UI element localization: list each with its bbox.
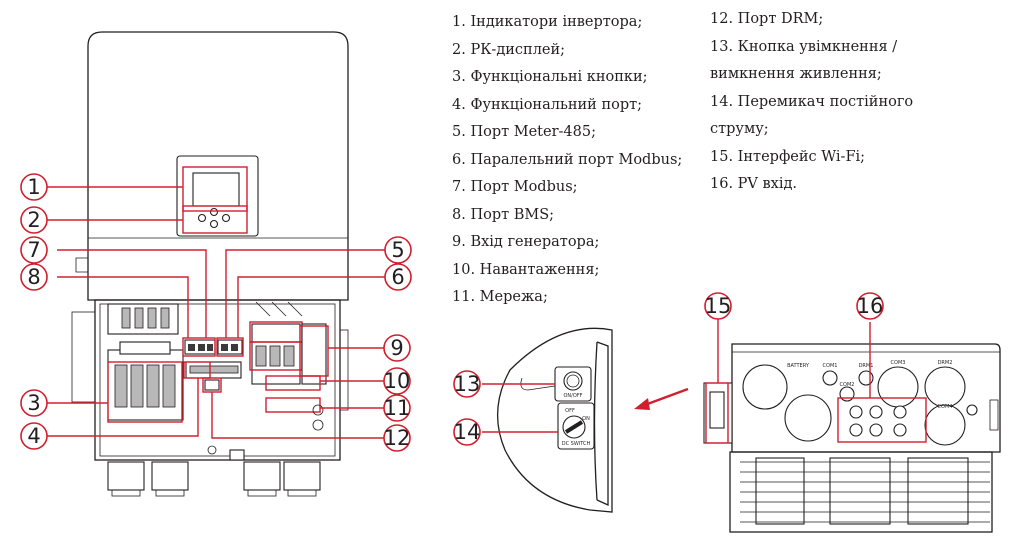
callout-number: 13 <box>454 372 481 396</box>
callout-13: 13 <box>453 370 481 398</box>
callout-circle <box>383 367 411 395</box>
com3-label: COM3 <box>891 360 906 366</box>
callout-7: 7 <box>20 236 48 264</box>
callout-circle <box>453 370 481 398</box>
callout-number: 4 <box>27 424 40 448</box>
dc-switch-label: DC SWITCH <box>562 441 591 447</box>
callout-circle <box>20 389 48 417</box>
com1-label: COM1 <box>823 363 838 369</box>
callout-circle <box>453 418 481 446</box>
callout-circle <box>383 334 411 362</box>
callout-6: 6 <box>384 263 412 291</box>
callout-number: 11 <box>384 396 411 420</box>
callout-circle <box>20 422 48 450</box>
callout-10: 10 <box>383 367 411 395</box>
callout-number: 3 <box>27 391 40 415</box>
legend-item: 8. Порт BMS; <box>452 206 555 223</box>
legend-item: 3. Функціональні кнопки; <box>452 69 648 85</box>
legend-item: 14. Перемикач постійного <box>710 93 914 110</box>
callout-15: 15 <box>704 292 732 320</box>
callout-number: 7 <box>27 238 40 262</box>
callout-number: 2 <box>27 208 40 232</box>
legend-item: 10. Навантаження; <box>452 261 600 278</box>
inverter-bottom-view: BATTERY COM1 DRM1 COM2 COM3 DRM2 COM4 <box>703 318 1001 533</box>
callout-circle <box>20 236 48 264</box>
callout-circle <box>704 292 732 320</box>
callout-number: 8 <box>27 265 40 289</box>
legend-item: 9. Вхід генератора; <box>452 234 600 250</box>
callout-14: 14 <box>453 418 481 446</box>
callout-circle <box>383 424 411 452</box>
legend-item: 13. Кнопка увімкнення / <box>710 38 898 55</box>
dc-switch-on-label: ON <box>582 416 590 422</box>
legend-list-left: 1. Індикатори інвертора; 2. РК-дисплей; 3.… <box>452 9 682 312</box>
switch-detail-view: ON/OFF OFF ON DC SWITCH <box>482 327 689 513</box>
legend-item: 16. PV вхід. <box>710 176 798 192</box>
com4-label: COM4 <box>938 404 953 410</box>
callout-5: 5 <box>384 236 412 264</box>
battery-label: BATTERY <box>787 363 810 369</box>
callout-12: 12 <box>383 424 411 452</box>
drm2-label: DRM2 <box>938 360 953 366</box>
callout-number: 6 <box>391 265 404 289</box>
callout-9: 9 <box>383 334 411 362</box>
callout-16: 16 <box>856 292 884 320</box>
callout-number: 1 <box>27 175 40 199</box>
legend-item: 2. РК-дисплей; <box>452 41 566 58</box>
callout-number: 10 <box>384 369 411 393</box>
callout-number: 9 <box>390 336 403 360</box>
callout-circle <box>384 263 412 291</box>
callout-circle <box>856 292 884 320</box>
legend-item: вимкнення живлення; <box>710 66 882 82</box>
legend-item: 11. Мережа; <box>452 289 548 305</box>
callout-number: 12 <box>384 426 411 450</box>
com2-label: COM2 <box>840 382 855 388</box>
legend-item: 5. Порт Meter-485; <box>452 124 596 140</box>
legend-item: 6. Паралельний порт Modbus; <box>452 151 683 168</box>
callout-number: 16 <box>857 294 884 318</box>
legend-item: 1. Індикатори інвертора; <box>452 14 643 30</box>
callout-3: 3 <box>20 389 48 417</box>
drm1-label: DRM1 <box>859 363 874 369</box>
callout-8: 8 <box>20 263 48 291</box>
callout-circle <box>20 206 48 234</box>
callout-number: 15 <box>705 294 732 318</box>
legend-list-right: 12. Порт DRM; 13. Кнопка увімкнення / вимк… <box>710 6 913 199</box>
dc-switch-off-label: OFF <box>565 408 575 414</box>
legend-item: 15. Інтерфейс Wi-Fi; <box>710 148 866 165</box>
callout-1: 1 <box>20 173 48 201</box>
callout-circle <box>384 236 412 264</box>
callout-circle <box>20 173 48 201</box>
callout-4: 4 <box>20 422 48 450</box>
callout-number: 5 <box>391 238 404 262</box>
callout-2: 2 <box>20 206 48 234</box>
callout-11: 11 <box>383 394 411 422</box>
callout-circle <box>383 394 411 422</box>
inverter-front-view <box>71 31 349 497</box>
legend-item: 4. Функціональний порт; <box>452 96 643 113</box>
legend-item: 7. Порт Modbus; <box>452 179 578 195</box>
callout-circle <box>20 263 48 291</box>
callout-leaders <box>47 186 386 439</box>
callout-number: 14 <box>454 420 481 444</box>
on-off-label: ON/OFF <box>563 393 582 399</box>
legend-item: 12. Порт DRM; <box>710 11 824 27</box>
legend-item: струму; <box>710 121 769 137</box>
